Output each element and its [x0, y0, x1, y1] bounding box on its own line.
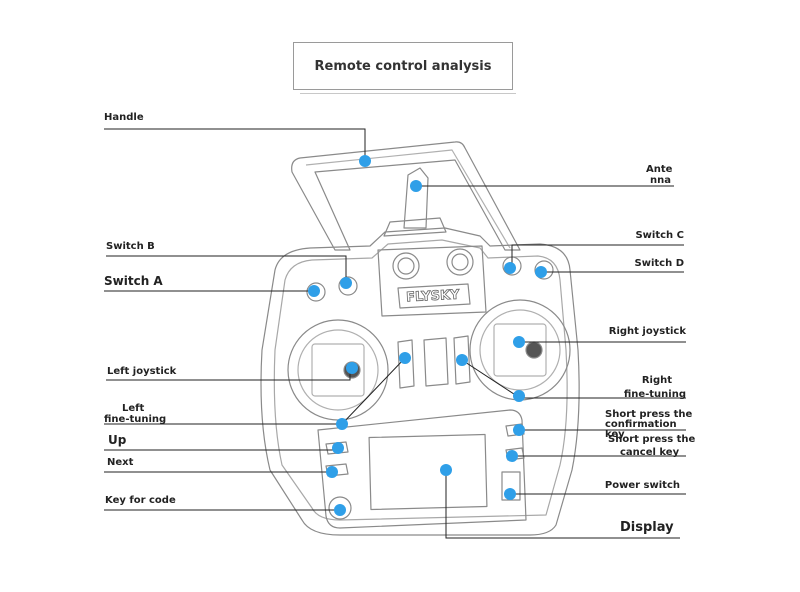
- label-up: Up: [108, 433, 127, 447]
- label-antenna-1: Ante: [646, 164, 673, 175]
- label-cancel-2: cancel key: [620, 447, 680, 458]
- right-gimbal: [469, 299, 571, 401]
- label-left-fine-2: fine-tuning: [104, 414, 167, 425]
- dot-power: [504, 488, 516, 500]
- label-right-fine-1: Right: [641, 375, 672, 386]
- label-confirm-1: Short press the: [605, 409, 693, 420]
- line-switch-b: [106, 255, 347, 283]
- label-antenna-2: nna: [650, 175, 671, 186]
- label-confirm-3: key: [605, 429, 625, 440]
- label-switch-c: Switch C: [635, 230, 684, 241]
- dot-left-joystick: [346, 362, 358, 374]
- dot-next: [326, 466, 338, 478]
- dot-up: [332, 442, 344, 454]
- dot-right-joystick: [513, 336, 525, 348]
- remote-outline: [260, 141, 580, 536]
- label-left-joystick: Left joystick: [107, 366, 177, 377]
- dot-switch-b: [340, 277, 352, 289]
- label-next: Next: [107, 457, 134, 468]
- dot-switch-d: [535, 266, 547, 278]
- line-handle: [104, 128, 366, 161]
- diagram-title: Remote control analysis: [293, 42, 516, 94]
- dot-right-fine: [513, 390, 525, 402]
- dot-display: [440, 464, 452, 476]
- dot-switch-c: [504, 262, 516, 274]
- body-outline: [260, 227, 580, 536]
- label-switch-a: Switch A: [104, 274, 163, 288]
- label-left-fine-1: Left: [122, 403, 145, 414]
- left-gimbal: [287, 319, 389, 421]
- dot-antenna: [410, 180, 422, 192]
- label-cancel-1: Short press the: [608, 434, 696, 445]
- label-power-switch: Power switch: [604, 480, 680, 491]
- line-display: [445, 470, 680, 539]
- dot-key-code: [334, 504, 346, 516]
- line-switch-c: [511, 244, 684, 263]
- dot-right-fine-center: [456, 354, 468, 366]
- label-right-joystick: Right joystick: [608, 326, 686, 337]
- dot-handle: [359, 155, 371, 167]
- label-switch-b: Switch B: [106, 241, 155, 252]
- dot-left-fine-center: [399, 352, 411, 364]
- callout-lines: [104, 128, 686, 539]
- dot-confirm: [513, 424, 525, 436]
- dot-switch-a: [308, 285, 320, 297]
- handle-outline: [291, 141, 521, 251]
- label-switch-d: Switch D: [634, 258, 684, 269]
- label-key-for-code: Key for code: [105, 495, 176, 506]
- screen-outline: [368, 433, 488, 511]
- label-right-fine-2: fine-tuning: [623, 389, 686, 400]
- dot-left-fine: [336, 418, 348, 430]
- label-display: Display: [620, 520, 674, 535]
- dot-cancel: [506, 450, 518, 462]
- label-confirm-2: confirmation: [605, 419, 677, 430]
- label-handle: Handle: [104, 112, 144, 123]
- marker-dots: [308, 155, 547, 516]
- antenna-outline: [403, 167, 429, 229]
- flysky-logo: FLYSKY: [406, 288, 461, 306]
